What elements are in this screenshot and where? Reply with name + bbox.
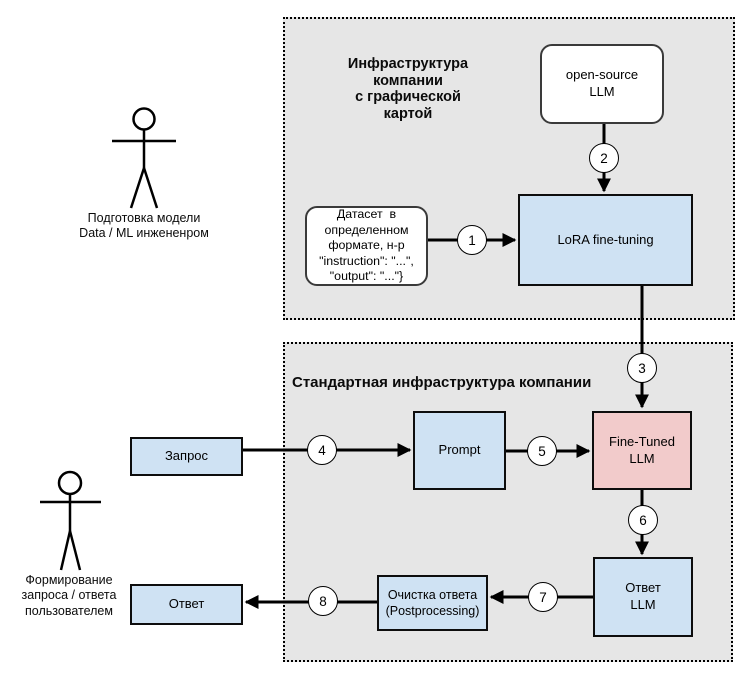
node-request: Запрос <box>130 437 243 476</box>
actor-user-label: Формирование запроса / ответа пользовате… <box>21 573 117 618</box>
node-postprocessing: Очистка ответа (Postprocessing) <box>377 575 488 631</box>
step-badge-3: 3 <box>627 353 657 383</box>
node-llm-answer: Ответ LLM <box>593 557 693 637</box>
step-badge-5: 5 <box>527 436 557 466</box>
node-prompt: Prompt <box>413 411 506 490</box>
step-badge-2: 2 <box>589 143 619 173</box>
node-open-source-llm: open-source LLM <box>540 44 664 124</box>
step-badge-8: 8 <box>308 586 338 616</box>
node-dataset: Датасет в определенном формате, н-р "ins… <box>305 206 428 286</box>
region-standard-title: Стандартная инфраструктура компании <box>292 374 592 391</box>
actor-engineer-icon <box>112 107 176 209</box>
actor-engineer-label: Подготовка модели Data / ML инжененром <box>79 211 209 241</box>
node-answer: Ответ <box>130 584 243 625</box>
step-badge-1: 1 <box>457 225 487 255</box>
node-lora-fine-tuning: LoRA fine-tuning <box>518 194 693 286</box>
step-badge-4: 4 <box>307 435 337 465</box>
region-gpu-title: Инфраструктура компании с графической ка… <box>347 56 469 123</box>
step-badge-7: 7 <box>528 582 558 612</box>
step-badge-6: 6 <box>628 505 658 535</box>
node-fine-tuned-llm: Fine-Tuned LLM <box>592 411 692 490</box>
actor-user-icon <box>40 470 101 571</box>
